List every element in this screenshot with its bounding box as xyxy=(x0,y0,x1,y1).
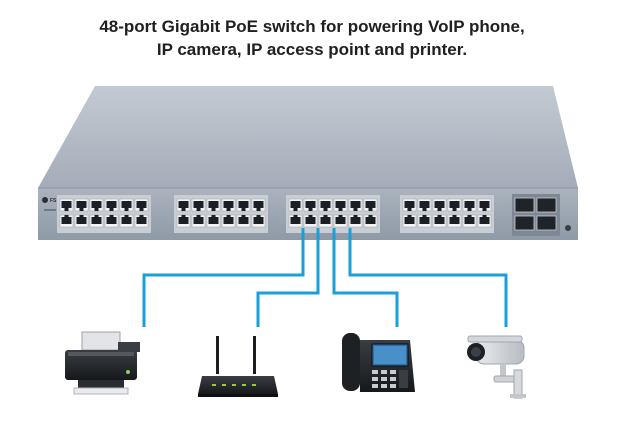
rj45-port xyxy=(251,214,266,228)
rj45-port xyxy=(348,198,363,212)
rj45-port-bank xyxy=(57,195,494,233)
rj45-port xyxy=(119,198,134,212)
rj45-port xyxy=(288,198,303,212)
cable-to-access-point xyxy=(256,228,320,327)
printer-icon xyxy=(65,331,140,395)
rj45-port xyxy=(59,198,74,212)
rj45-port xyxy=(236,214,251,228)
rj45-port xyxy=(303,198,318,212)
rj45-port xyxy=(134,214,149,228)
sfp-ports xyxy=(514,197,557,231)
rj45-port xyxy=(206,214,221,228)
rj45-port xyxy=(417,214,432,228)
rj45-port xyxy=(251,198,266,212)
ip-phone-icon xyxy=(342,333,415,392)
rj45-port xyxy=(402,198,417,212)
rj45-port xyxy=(447,214,462,228)
rj45-port xyxy=(221,198,236,212)
rj45-port xyxy=(363,214,378,228)
rj45-port xyxy=(89,214,104,228)
rj45-port xyxy=(417,198,432,212)
rj45-port xyxy=(477,214,492,228)
rj45-port xyxy=(74,214,89,228)
sfp-port xyxy=(514,215,535,231)
rj45-port xyxy=(104,214,119,228)
cable-to-printer xyxy=(142,228,305,327)
ethernet-cables xyxy=(142,228,508,327)
switch-top-panel xyxy=(38,86,578,188)
rj45-port xyxy=(432,214,447,228)
rj45-port xyxy=(119,214,134,228)
rj45-port xyxy=(176,198,191,212)
title-line-2: IP camera, IP access point and printer. xyxy=(156,40,468,59)
sfp-port xyxy=(514,197,535,213)
rj45-port xyxy=(333,198,348,212)
rj45-port xyxy=(191,198,206,212)
cable-to-camera xyxy=(348,228,508,327)
rj45-port xyxy=(89,198,104,212)
rj45-port xyxy=(288,214,303,228)
rj45-port xyxy=(402,214,417,228)
console-port xyxy=(565,225,571,231)
rj45-port xyxy=(333,214,348,228)
rj45-port xyxy=(432,198,447,212)
rj45-port xyxy=(104,198,119,212)
rj45-port xyxy=(447,198,462,212)
rj45-port xyxy=(191,214,206,228)
rj45-port xyxy=(236,198,251,212)
title-line-1: 48-port Gigabit PoE switch for powering … xyxy=(99,17,525,36)
rj45-port xyxy=(134,198,149,212)
router-icon xyxy=(198,336,278,397)
rj45-port xyxy=(462,198,477,212)
rj45-port xyxy=(303,214,318,228)
rj45-port xyxy=(318,214,333,228)
rj45-port xyxy=(462,214,477,228)
status-led-bar xyxy=(44,209,56,211)
rj45-port xyxy=(176,214,191,228)
sfp-port xyxy=(536,215,557,231)
rj45-port xyxy=(363,198,378,212)
rj45-port xyxy=(206,198,221,212)
rj45-port xyxy=(74,198,89,212)
rj45-port xyxy=(348,214,363,228)
poe-switch: FS xyxy=(38,86,578,240)
rj45-port xyxy=(318,198,333,212)
sfp-port xyxy=(536,197,557,213)
rj45-port xyxy=(59,214,74,228)
cable-to-phone xyxy=(332,228,399,327)
rj45-port xyxy=(221,214,236,228)
camera-icon xyxy=(467,335,526,399)
rj45-port xyxy=(477,198,492,212)
fs-logo: FS xyxy=(42,197,57,204)
fs-logo-text: FS xyxy=(50,198,57,204)
diagram-title: 48-port Gigabit PoE switch for powering … xyxy=(0,15,624,61)
